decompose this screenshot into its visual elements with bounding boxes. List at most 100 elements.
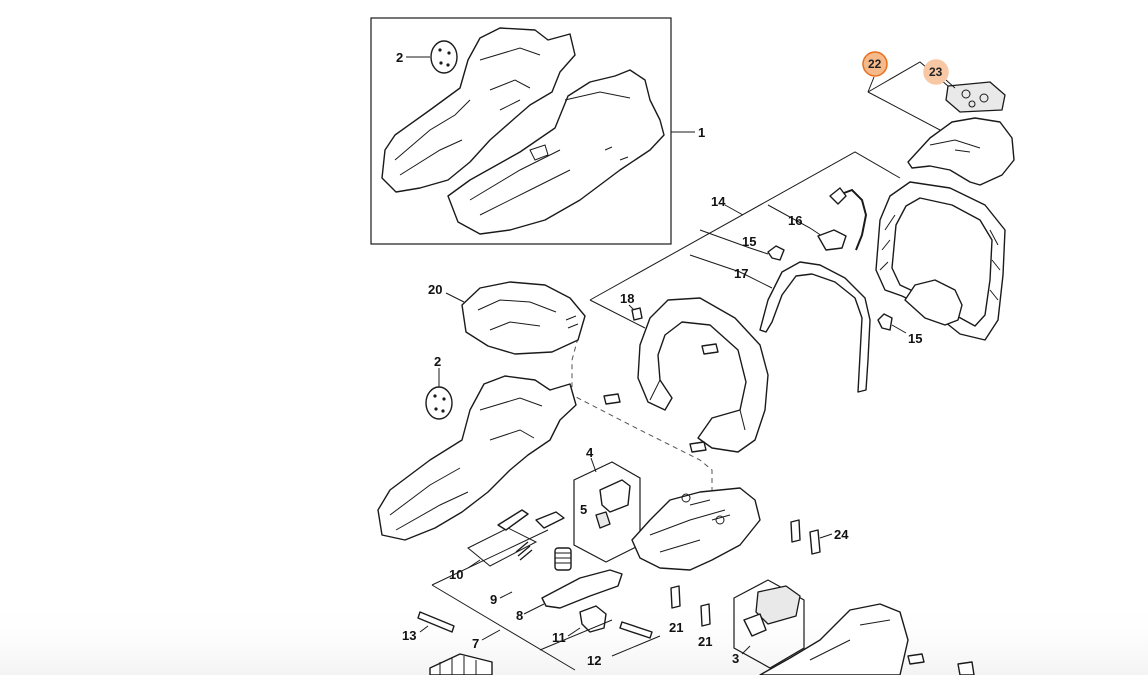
housing-bottom-shell <box>759 603 909 675</box>
leader-9 <box>499 591 513 599</box>
callout-22-badge[interactable] <box>862 51 888 77</box>
cable-wire <box>835 188 868 251</box>
bracket-14-left <box>589 299 646 329</box>
cap-part-3 <box>755 585 801 625</box>
callout-16: 16 <box>788 213 802 228</box>
leader-4 <box>590 457 597 473</box>
callout-23-badge[interactable] <box>923 59 949 85</box>
part-20-cover: 20 <box>428 281 586 355</box>
trigger-part-4 <box>599 479 631 513</box>
lever-10 <box>497 509 529 531</box>
coil-spring <box>554 547 572 571</box>
cover-20-detail <box>477 299 579 331</box>
screw-18b <box>701 343 719 355</box>
housing-mid: 2 <box>377 354 577 541</box>
loop-handle-right: 15 <box>875 181 1006 346</box>
comb-teeth <box>439 656 477 675</box>
cable-connector-bottom <box>817 229 847 251</box>
callout-11: 11 <box>552 630 566 645</box>
leader-8 <box>523 603 545 615</box>
callout-24: 24 <box>834 527 849 542</box>
strip-13 <box>417 611 455 633</box>
leader-24 <box>819 533 833 539</box>
box-3 <box>733 579 805 669</box>
screw-24b <box>809 529 821 555</box>
callout-4: 4 <box>586 445 594 460</box>
leader-11 <box>567 627 581 637</box>
bolt-bottom <box>957 661 975 675</box>
screw-group-24: 24 <box>790 519 849 555</box>
callout-7: 7 <box>472 636 479 651</box>
callout-12: 12 <box>587 653 601 668</box>
callout-5: 5 <box>580 502 587 517</box>
cable-connector-top <box>829 187 847 205</box>
leader-14 <box>724 204 744 216</box>
screw-24a <box>790 519 801 543</box>
leader-13 <box>419 625 429 633</box>
bracket-7 <box>431 529 576 671</box>
leader-7 <box>481 629 501 641</box>
bottom-fade <box>0 600 1148 675</box>
callout-17: 17 <box>734 266 748 281</box>
callout-23: 23 <box>929 65 943 79</box>
clip-top <box>767 245 785 261</box>
housing-bottom-detail <box>809 619 891 661</box>
assembly-frame <box>370 17 672 245</box>
bracket-10 <box>467 527 538 567</box>
trigger-part-5 <box>595 511 611 529</box>
callout-9: 9 <box>490 592 497 607</box>
leader-23 <box>945 79 956 89</box>
callout-21-right: 21 <box>698 634 712 649</box>
spring-clip <box>535 511 565 529</box>
housing-left-shell <box>381 27 576 193</box>
base-housing-detail <box>649 499 731 553</box>
leader-15-right <box>891 324 907 334</box>
part-4-5-group: 4 5 <box>573 445 641 563</box>
cable-assembly <box>817 187 868 251</box>
gasket-disc-mid <box>425 386 453 420</box>
screw-21b <box>700 603 711 627</box>
callout-15-right: 15 <box>908 331 922 346</box>
screw-bottom <box>907 653 925 665</box>
housing-assembly-frame: 2 1 <box>370 17 705 245</box>
leader-15-top <box>699 229 769 255</box>
callout-3: 3 <box>732 651 739 666</box>
handle-cover-detail <box>929 139 981 153</box>
part-3-group: 3 <box>732 579 805 669</box>
screw-group-21: 21 21 <box>669 585 712 649</box>
callout-15-top: 15 <box>742 234 756 249</box>
handle-cover <box>907 117 1015 186</box>
front-handle-detail <box>649 379 746 431</box>
callout-22: 22 <box>868 57 882 71</box>
latch-part-3 <box>743 613 767 637</box>
base-housing-shell <box>631 487 761 571</box>
callout-14: 14 <box>711 194 726 209</box>
screw-18a <box>631 307 643 321</box>
gasket-disc-top <box>430 40 458 74</box>
trigger-bar-8 <box>541 569 623 609</box>
leader-22 <box>867 76 875 93</box>
loop-handle-ribs <box>879 214 1001 301</box>
callout-18: 18 <box>620 291 634 306</box>
small-parts-group: 10 9 8 7 11 12 13 <box>402 509 661 675</box>
spring-9 <box>515 541 533 561</box>
pin-12 <box>619 621 653 639</box>
leader-3 <box>741 645 751 655</box>
screw-21a <box>670 585 681 609</box>
leader-18 <box>628 304 635 311</box>
bracket-12 <box>539 619 661 657</box>
screw-18c <box>603 393 621 405</box>
callout-10: 10 <box>449 567 463 582</box>
housing-mid-detail <box>389 397 543 531</box>
leader-20 <box>445 292 465 303</box>
handle-cover-group: 22 23 <box>862 51 1015 186</box>
bracket-14-top <box>589 151 901 301</box>
front-handle-loop <box>637 297 769 453</box>
callout-21-left: 21 <box>669 620 683 635</box>
handle-bar-guide <box>759 261 871 393</box>
loop-handle-mount <box>904 279 963 326</box>
screw-18d <box>689 441 707 453</box>
label-plate <box>945 81 1006 113</box>
housing-mid-shell <box>377 375 577 541</box>
